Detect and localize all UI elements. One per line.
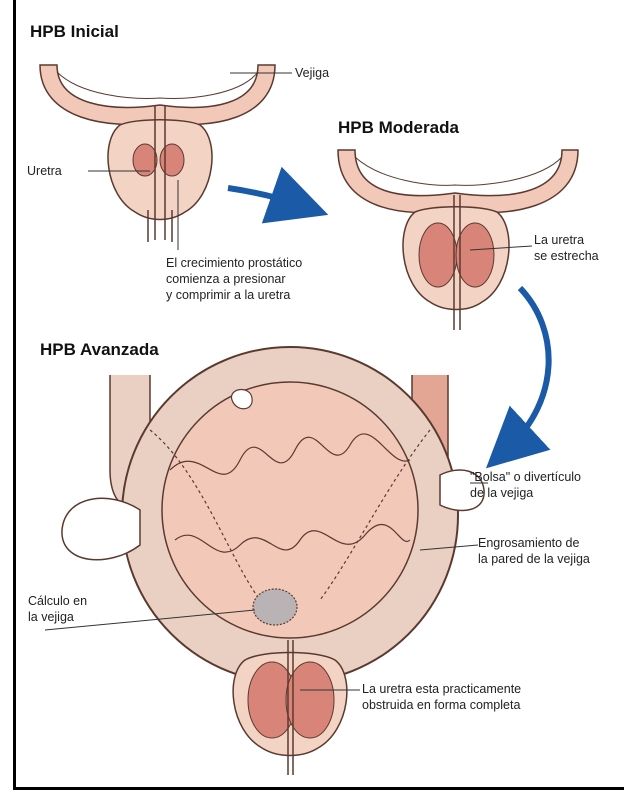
label-stone-line1: Cálculo en bbox=[28, 594, 87, 609]
title-advanced: HPB Avanzada bbox=[40, 340, 159, 360]
progression-arrow-2 bbox=[508, 288, 549, 448]
bladder-stone bbox=[253, 589, 297, 625]
initial-prostate bbox=[108, 120, 212, 220]
title-moderate: HPB Moderada bbox=[338, 118, 459, 138]
label-growth-line2: comienza a presionar bbox=[166, 272, 286, 287]
label-obstructed-line1: La uretra esta practicamente bbox=[362, 682, 521, 697]
label-stone-line2: la vejiga bbox=[28, 610, 74, 625]
initial-prostate-lobe-right bbox=[160, 144, 184, 176]
initial-bladder bbox=[40, 65, 275, 124]
label-obstructed-line2: obstruida en forma completa bbox=[362, 698, 520, 713]
label-diverticulum-line1: "Bolsa" o divertículo bbox=[470, 470, 581, 485]
initial-stage-drawing bbox=[40, 65, 292, 250]
label-bladder: Vejiga bbox=[295, 66, 329, 81]
moderate-bladder bbox=[338, 150, 578, 213]
label-narrows-line1: La uretra bbox=[534, 233, 584, 248]
label-diverticulum-line2: de la vejiga bbox=[470, 486, 533, 501]
label-growth-line3: y comprimir a la uretra bbox=[166, 288, 290, 303]
moderate-prostate-lobe-right bbox=[456, 223, 494, 287]
moderate-prostate-lobe-left bbox=[419, 223, 457, 287]
advanced-diverticulum-left bbox=[62, 498, 140, 559]
title-initial: HPB Inicial bbox=[30, 22, 119, 42]
label-narrows-line2: se estrecha bbox=[534, 249, 599, 264]
label-thickening-line1: Engrosamiento de bbox=[478, 536, 579, 551]
progression-arrow-1 bbox=[228, 188, 300, 205]
label-growth-line1: El crecimiento prostático bbox=[166, 256, 302, 271]
label-urethra: Uretra bbox=[27, 164, 62, 179]
label-thickening-line2: la pared de la vejiga bbox=[478, 552, 590, 567]
